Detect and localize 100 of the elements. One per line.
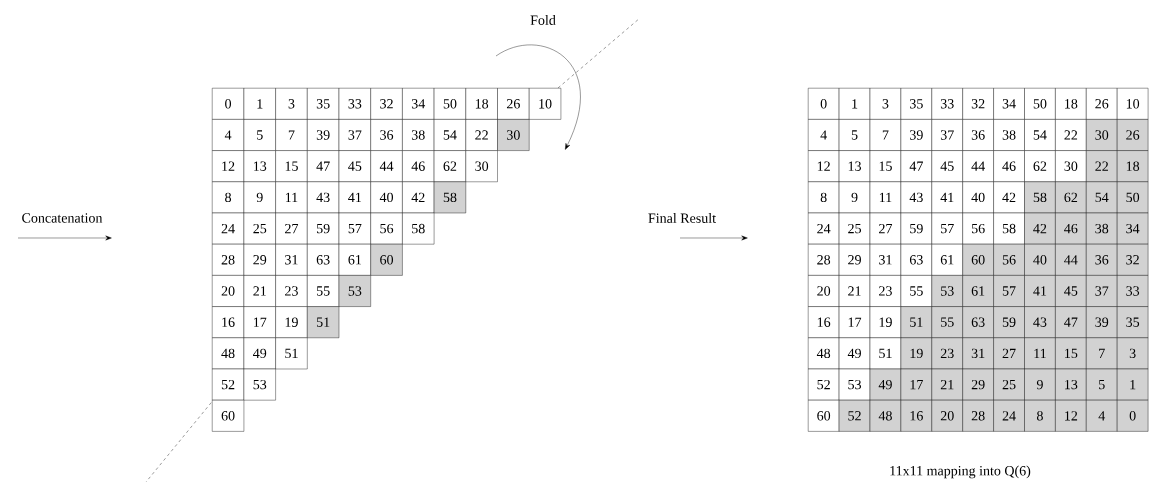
table-cell: 44 [1055, 244, 1087, 276]
table-cell: 42 [1024, 212, 1056, 245]
table-cell: 53 [931, 275, 963, 307]
table-cell: 33 [1117, 275, 1149, 307]
table-cell: 36 [370, 119, 403, 151]
table-cell: 9 [838, 181, 871, 214]
table-cell: 24 [212, 212, 245, 245]
table-cell: 56 [993, 244, 1025, 276]
table-cell: 58 [1024, 181, 1056, 214]
table-cell: 22 [465, 119, 498, 151]
table-cell: 28 [962, 400, 994, 432]
table-cell: 33 [931, 88, 963, 120]
table-cell: 20 [931, 400, 963, 432]
table-cell: 25 [838, 212, 871, 245]
table-cell: 43 [900, 181, 932, 214]
text-label: Fold [530, 15, 556, 25]
table-cell: 63 [307, 244, 340, 276]
table-cell: 0 [1117, 400, 1149, 432]
table-cell: 0 [212, 88, 245, 120]
table-cell: 33 [338, 88, 371, 120]
table-cell: 57 [338, 212, 371, 245]
table-cell: 27 [993, 337, 1025, 370]
table-cell: 15 [869, 150, 902, 182]
table-cell: 11 [1024, 337, 1056, 370]
table-cell: 48 [869, 400, 902, 432]
table-cell: 4 [212, 119, 245, 151]
table-cell: 11 [869, 181, 902, 214]
table-cell: 4 [1086, 400, 1118, 432]
table-cell: 51 [307, 306, 340, 338]
table-cell: 8 [1024, 400, 1056, 432]
table-cell: 5 [243, 119, 276, 151]
table-cell: 57 [931, 212, 963, 245]
table-cell: 30 [1086, 119, 1118, 151]
table-cell: 61 [338, 244, 371, 276]
table-cell: 18 [1055, 88, 1087, 120]
table-cell: 16 [212, 306, 245, 338]
table-cell: 18 [1117, 150, 1149, 182]
table-cell: 60 [808, 400, 840, 432]
table-cell: 50 [1117, 181, 1149, 214]
table-cell: 58 [433, 181, 466, 214]
table-cell: 30 [497, 119, 530, 151]
table-cell: 53 [838, 368, 871, 401]
table-cell: 45 [931, 150, 963, 182]
table-cell: 16 [900, 400, 932, 432]
table-cell: 63 [962, 306, 994, 338]
table-cell: 5 [1086, 368, 1118, 401]
table-cell: 50 [1024, 88, 1056, 120]
table-cell: 18 [465, 88, 498, 120]
caption: 11x11 mapping into Q(6) [890, 465, 1031, 479]
table-cell: 31 [962, 337, 994, 370]
table-cell: 52 [212, 368, 245, 401]
table-cell: 28 [808, 244, 840, 276]
table-cell: 20 [212, 275, 245, 307]
table-cell: 60 [370, 244, 403, 276]
table-cell: 3 [275, 88, 308, 120]
table-cell: 61 [962, 275, 994, 307]
table-cell: 51 [275, 337, 308, 370]
table-cell: 1 [243, 88, 276, 120]
table-cell: 31 [869, 244, 902, 276]
table-cell: 8 [212, 181, 245, 214]
table-cell: 47 [307, 150, 340, 182]
table-cell: 45 [1055, 275, 1087, 307]
table-cell: 56 [962, 212, 994, 245]
table-cell: 38 [402, 119, 435, 151]
table-cell: 39 [900, 119, 932, 151]
table-cell: 51 [900, 306, 932, 338]
table-cell: 53 [338, 275, 371, 307]
table-cell: 42 [993, 181, 1025, 214]
table-cell: 39 [1086, 306, 1118, 338]
table-cell: 21 [931, 368, 963, 401]
table-cell: 32 [962, 88, 994, 120]
table-cell: 17 [838, 306, 871, 338]
table-cell: 12 [808, 150, 840, 182]
table-cell: 34 [402, 88, 435, 120]
table-cell: 60 [212, 400, 245, 432]
table-cell: 54 [1086, 181, 1118, 214]
table-cell: 26 [1117, 119, 1149, 151]
table-cell: 62 [433, 150, 466, 182]
table-cell: 52 [838, 400, 871, 432]
table-cell: 59 [900, 212, 932, 245]
table-cell: 29 [962, 368, 994, 401]
table-cell: 23 [869, 275, 902, 307]
table-cell: 61 [931, 244, 963, 276]
table-cell: 19 [900, 337, 932, 370]
table-cell: 59 [307, 212, 340, 245]
table-cell: 41 [931, 181, 963, 214]
table-cell: 22 [1086, 150, 1118, 182]
table-cell: 12 [1055, 400, 1087, 432]
table-cell: 27 [275, 212, 308, 245]
table-cell: 21 [838, 275, 871, 307]
table-cell: 55 [900, 275, 932, 307]
table-cell: 49 [243, 337, 276, 370]
table-cell: 43 [1024, 306, 1056, 338]
table-cell: 5 [838, 119, 871, 151]
table-cell: 12 [212, 150, 245, 182]
table-cell: 13 [838, 150, 871, 182]
table-cell: 31 [275, 244, 308, 276]
table-cell: 17 [243, 306, 276, 338]
table-cell: 17 [900, 368, 932, 401]
table-cell: 32 [1117, 244, 1149, 276]
